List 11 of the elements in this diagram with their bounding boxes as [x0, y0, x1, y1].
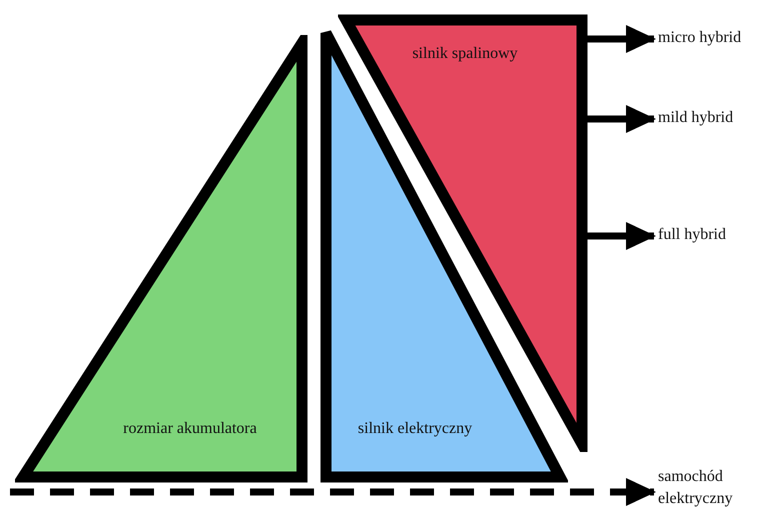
shape-label: rozmiar akumulatora [123, 420, 257, 438]
arrow [587, 25, 656, 53]
category-label: full hybrid [658, 225, 726, 245]
category-label: mild hybrid [658, 108, 734, 128]
arrow [587, 105, 656, 133]
shape-label: silnik elektryczny [358, 420, 472, 438]
arrow [587, 222, 656, 250]
dashed-arrow [10, 478, 656, 506]
category-label: samochód elektryczny [658, 467, 734, 509]
category-label: micro hybrid [658, 28, 742, 48]
shape-label: silnik spalinowy [412, 45, 518, 63]
